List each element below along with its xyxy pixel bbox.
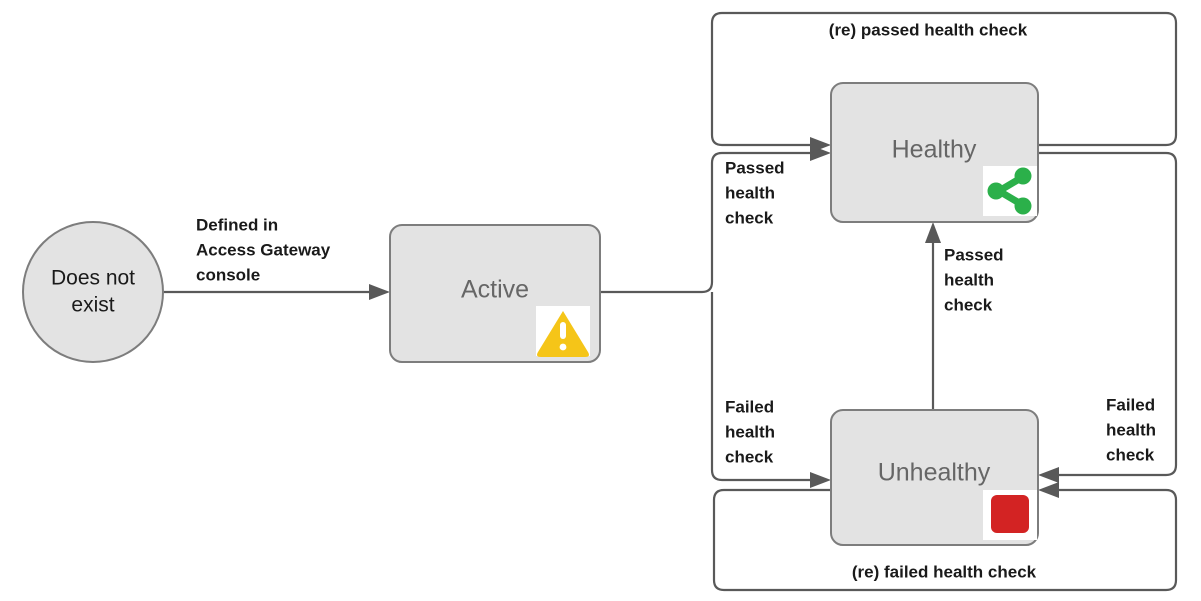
edge-active-to-unhealthy-arrowhead bbox=[810, 472, 831, 488]
edge-healthy-to-unhealthy bbox=[1038, 151, 1178, 483]
node-does-not-exist[interactable]: Does not exist bbox=[22, 221, 164, 363]
exist-to-active-label-line3: console bbox=[196, 265, 260, 284]
share-nodes-icon bbox=[983, 166, 1037, 216]
edge-healthy-self-loop-arrowhead bbox=[810, 137, 831, 153]
unhealthy-to-healthy-label-line1: Passed bbox=[944, 245, 1004, 264]
edge-healthy-self-loop-line bbox=[710, 11, 1178, 147]
healthy-to-unhealthy-label-line2: health bbox=[1106, 420, 1156, 439]
edge-exist-to-active bbox=[164, 284, 390, 300]
edge-label-unhealthy-to-healthy: Passed health check bbox=[944, 245, 1004, 314]
edge-exist-to-active-arrowhead bbox=[369, 284, 390, 300]
edge-label-active-to-unhealthy: Failed health check bbox=[725, 397, 775, 466]
edge-label-unhealthy-self-loop: (re) failed health check bbox=[852, 562, 1037, 581]
unhealthy-self-loop-label: (re) failed health check bbox=[852, 562, 1037, 581]
edge-unhealthy-to-healthy-arrowhead bbox=[925, 222, 941, 243]
warning-triangle-icon bbox=[536, 306, 590, 357]
active-label: Active bbox=[461, 276, 529, 304]
edge-healthy-to-unhealthy-arrowhead bbox=[1038, 467, 1059, 483]
edge-unhealthy-self-loop-line bbox=[712, 488, 1178, 592]
red-square-icon bbox=[983, 490, 1037, 540]
node-active[interactable]: Active bbox=[389, 224, 601, 363]
active-to-unhealthy-label-line2: health bbox=[725, 422, 775, 441]
edge-unhealthy-to-healthy bbox=[925, 222, 941, 410]
active-to-healthy-label-line2: health bbox=[725, 183, 775, 202]
healthy-self-loop-label: (re) passed health check bbox=[829, 20, 1028, 39]
edge-label-healthy-self-loop: (re) passed health check bbox=[829, 20, 1028, 39]
active-to-unhealthy-label-line3: check bbox=[725, 447, 774, 466]
node-healthy[interactable]: Healthy bbox=[830, 82, 1039, 223]
edge-healthy-self-loop bbox=[710, 11, 1178, 153]
exist-to-active-label-line2: Access Gateway bbox=[196, 240, 331, 259]
healthy-to-unhealthy-label-line1: Failed bbox=[1106, 395, 1155, 414]
edge-healthy-to-unhealthy-line bbox=[1038, 151, 1178, 477]
edge-unhealthy-self-loop-arrowhead bbox=[1038, 482, 1059, 498]
edge-label-exist-to-active: Defined in Access Gateway console bbox=[196, 215, 331, 284]
edge-unhealthy-self-loop bbox=[712, 482, 1178, 592]
edge-label-active-to-healthy: Passed health check bbox=[725, 158, 785, 227]
unhealthy-label: Unhealthy bbox=[878, 459, 991, 487]
healthy-label: Healthy bbox=[892, 136, 977, 164]
edge-active-to-healthy-line bbox=[600, 151, 817, 294]
edge-label-healthy-to-unhealthy: Failed health check bbox=[1106, 395, 1156, 464]
exist-to-active-label-line1: Defined in bbox=[196, 215, 278, 234]
unhealthy-to-healthy-label-line3: check bbox=[944, 295, 993, 314]
edge-active-to-unhealthy-line bbox=[710, 292, 817, 482]
does-not-exist-label-line2: exist bbox=[71, 294, 114, 317]
node-unhealthy[interactable]: Unhealthy bbox=[830, 409, 1039, 546]
unhealthy-to-healthy-label-line2: health bbox=[944, 270, 994, 289]
edge-active-branch bbox=[600, 145, 831, 488]
active-to-healthy-label-line1: Passed bbox=[725, 158, 785, 177]
active-to-healthy-label-line3: check bbox=[725, 208, 774, 227]
does-not-exist-shape[interactable] bbox=[22, 221, 164, 363]
does-not-exist-label-line1: Does not bbox=[51, 267, 135, 290]
active-to-unhealthy-label-line1: Failed bbox=[725, 397, 774, 416]
healthy-to-unhealthy-label-line3: check bbox=[1106, 445, 1155, 464]
